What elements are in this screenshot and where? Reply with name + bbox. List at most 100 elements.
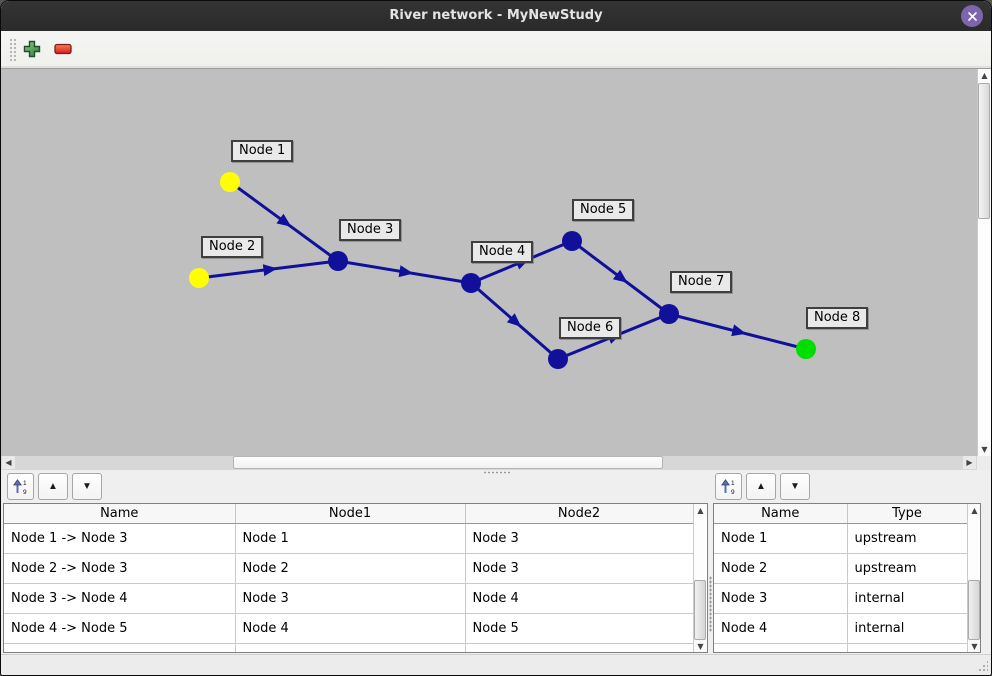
network-canvas[interactable]: Node 1 Node 2 Node 3 Node 4 Node 5 Node 6 Node… <box>1 69 977 456</box>
network-node[interactable] <box>461 273 481 293</box>
triangle-down-icon: ▼ <box>790 481 800 492</box>
scroll-down-icon[interactable]: ▼ <box>968 640 980 652</box>
plus-icon <box>23 40 41 58</box>
table-row[interactable] <box>714 643 968 652</box>
table-cell[interactable]: Node 3 <box>465 523 694 554</box>
table-cell[interactable]: Node 4 <box>235 613 466 644</box>
table-cell[interactable] <box>465 643 694 652</box>
table-cell[interactable]: Node 4 <box>714 613 848 644</box>
table-cell[interactable]: internal <box>847 583 968 614</box>
svg-text:9: 9 <box>23 489 27 495</box>
vertical-scroll-thumb[interactable] <box>978 83 990 219</box>
network-node[interactable] <box>548 349 568 369</box>
table-cell[interactable]: Node 4 -> Node 5 <box>4 613 236 644</box>
table-cell[interactable] <box>235 643 466 652</box>
nodes-move-down-button[interactable]: ▼ <box>780 473 810 500</box>
scroll-up-icon[interactable]: ▲ <box>978 69 991 82</box>
network-node[interactable] <box>562 231 582 251</box>
column-header[interactable]: Type <box>847 504 968 524</box>
table-cell[interactable]: Node 4 <box>465 583 694 614</box>
table-cell[interactable]: Node 1 <box>714 523 848 554</box>
network-node[interactable] <box>796 339 816 359</box>
table-cell[interactable]: Node 3 -> Node 4 <box>4 583 236 614</box>
table-cell[interactable] <box>714 643 848 652</box>
resize-grip-icon[interactable] <box>974 660 988 673</box>
nodes-table-scrollbar[interactable]: ▲ ▼ <box>967 504 980 652</box>
vertical-splitter[interactable] <box>709 474 713 654</box>
scroll-up-icon[interactable]: ▲ <box>694 504 707 516</box>
network-node[interactable] <box>189 268 209 288</box>
column-header[interactable]: Node1 <box>235 504 466 524</box>
node-label[interactable]: Node 7 <box>670 271 733 293</box>
nodes-sort-button[interactable]: 1 9 <box>715 473 742 500</box>
table-cell[interactable] <box>847 643 968 652</box>
scroll-down-icon[interactable]: ▼ <box>694 640 707 652</box>
table-cell[interactable] <box>4 643 236 652</box>
table-cell[interactable]: Node 1 <box>235 523 466 554</box>
node-label[interactable]: Node 2 <box>201 236 264 258</box>
node-label[interactable]: Node 8 <box>806 307 869 329</box>
network-node[interactable] <box>220 172 240 192</box>
table-cell[interactable]: Node 2 -> Node 3 <box>4 553 236 584</box>
branches-move-down-button[interactable]: ▼ <box>72 473 102 500</box>
node-label[interactable]: Node 4 <box>471 241 534 263</box>
splitter-grip-icon <box>709 576 712 632</box>
table-cell[interactable]: Node 3 <box>714 583 848 614</box>
node-label[interactable]: Node 5 <box>572 199 635 221</box>
add-node-button[interactable] <box>19 36 45 62</box>
node-label[interactable]: Node 3 <box>339 219 402 241</box>
scroll-right-icon[interactable]: ▶ <box>963 456 976 469</box>
branches-move-up-button[interactable]: ▲ <box>38 473 68 500</box>
table-cell[interactable]: upstream <box>847 553 968 584</box>
table-cell[interactable]: internal <box>847 613 968 644</box>
scroll-left-icon[interactable]: ◀ <box>2 456 15 469</box>
close-button[interactable] <box>961 5 983 27</box>
node-label[interactable]: Node 6 <box>559 317 622 339</box>
table-cell[interactable]: Node 5 <box>465 613 694 644</box>
canvas-vertical-scrollbar[interactable]: ▲ ▼ <box>977 69 991 456</box>
canvas-horizontal-scrollbar[interactable]: ◀ ▶ <box>1 456 977 470</box>
toolbar-grip[interactable] <box>9 38 17 62</box>
nodes-move-up-button[interactable]: ▲ <box>746 473 776 500</box>
scroll-down-icon[interactable]: ▼ <box>978 443 991 456</box>
scroll-up-icon[interactable]: ▲ <box>968 504 980 516</box>
remove-node-button[interactable] <box>50 36 76 62</box>
table-scroll-thumb[interactable] <box>968 580 980 640</box>
table-cell[interactable]: upstream <box>847 523 968 554</box>
table-cell[interactable]: Node 3 <box>235 583 466 614</box>
flow-direction-arrow-icon <box>506 313 522 327</box>
triangle-up-icon: ▲ <box>756 481 766 492</box>
horizontal-scroll-thumb[interactable] <box>233 456 663 469</box>
table-cell[interactable]: Node 2 <box>235 553 466 584</box>
column-header[interactable]: Name <box>4 504 236 524</box>
branches-sort-button[interactable]: 1 9 <box>7 473 34 500</box>
flow-direction-arrow-icon <box>612 269 628 283</box>
branches-table-scrollbar[interactable]: ▲ ▼ <box>693 504 707 652</box>
table-scroll-thumb[interactable] <box>694 580 706 640</box>
flow-direction-arrow-icon <box>398 265 414 278</box>
network-node[interactable] <box>328 251 348 271</box>
network-node[interactable] <box>659 304 679 324</box>
splitter-grip-icon <box>483 471 511 474</box>
table-cell[interactable]: Node 1 -> Node 3 <box>4 523 236 554</box>
table-row[interactable] <box>4 643 694 652</box>
horizontal-splitter[interactable] <box>1 470 991 474</box>
table-cell[interactable]: Node 2 <box>714 553 848 584</box>
table-cell[interactable]: Node 3 <box>465 553 694 584</box>
node-label[interactable]: Node 1 <box>231 140 294 162</box>
title-bar[interactable]: River network - MyNewStudy <box>1 1 991 32</box>
column-header[interactable]: Name <box>714 504 848 524</box>
column-header[interactable]: Node2 <box>465 504 694 524</box>
